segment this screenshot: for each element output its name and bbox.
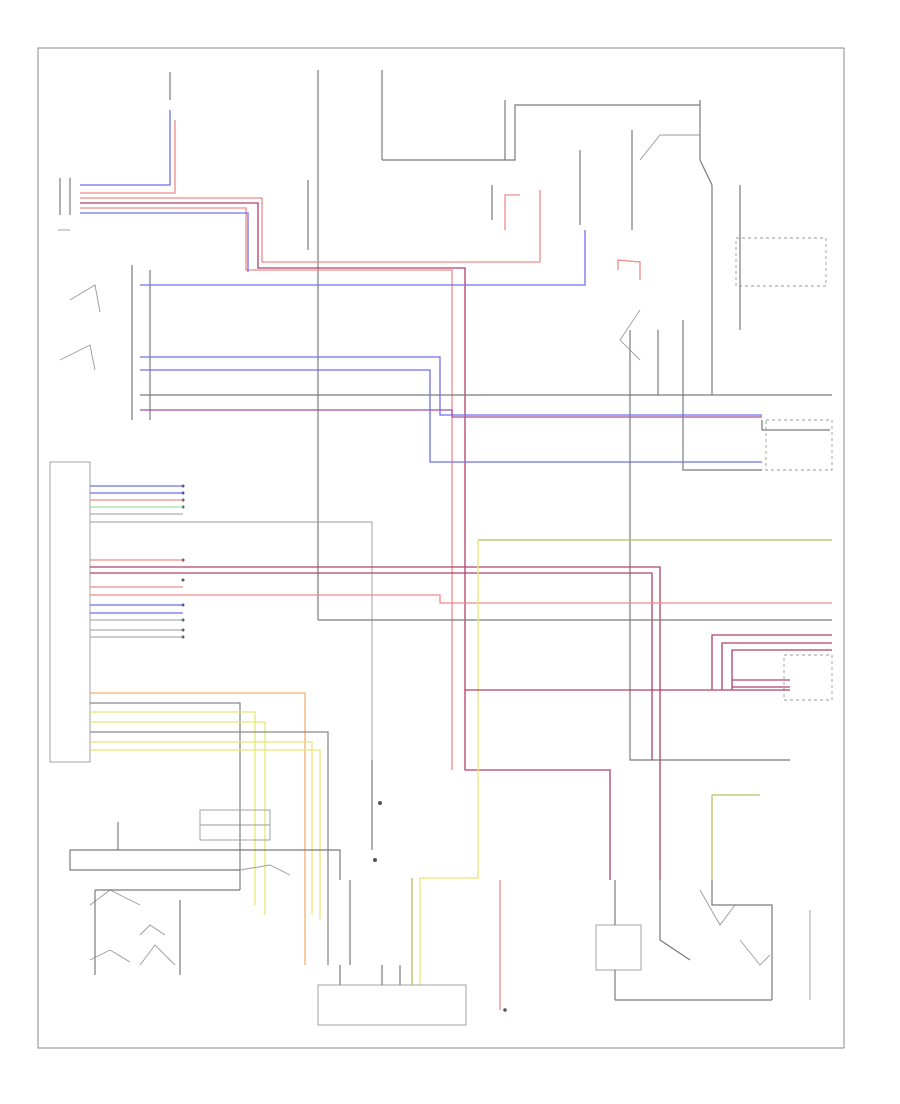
- brake-clutch-switches: [69, 809, 351, 975]
- connector-block-wiring: [90, 485, 832, 985]
- top-power-feeds: [169, 70, 741, 620]
- left-connector-block: [49, 461, 185, 763]
- diagram-frame: [37, 47, 845, 1049]
- under-dash-fuse-box: [371, 760, 382, 862]
- right-connectors: [465, 634, 833, 701]
- clutch-switch-actuator: [595, 880, 811, 1001]
- combination-switch: [58, 178, 151, 420]
- upper-wiring: [80, 110, 832, 880]
- relay-and-ecm-modules: [619, 237, 833, 471]
- cruise-control-unit: [317, 878, 507, 1026]
